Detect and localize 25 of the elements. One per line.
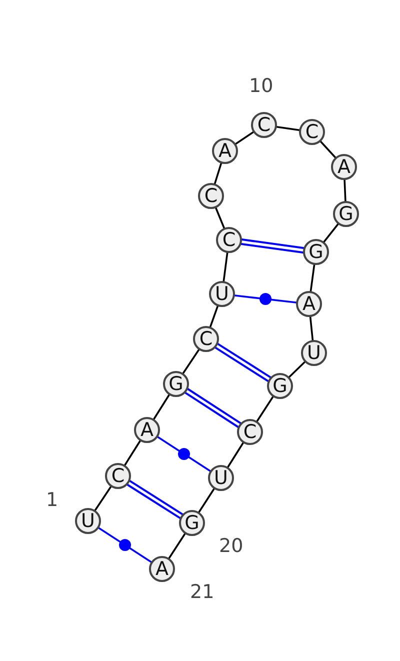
nucleotide-circle: C	[216, 227, 242, 253]
nucleotide-circle: G	[179, 510, 205, 536]
nucleotide-circle: U	[208, 465, 234, 491]
nucleotide-circle: A	[331, 154, 357, 180]
nucleotide-circle: A	[296, 291, 322, 317]
nucleotide-circle: U	[301, 340, 327, 366]
position-number: 10	[249, 77, 274, 96]
nucleotide-circle: C	[299, 119, 325, 145]
nucleotide-circle: C	[198, 183, 224, 209]
position-number: 21	[190, 583, 214, 602]
nucleotide-circle: C	[251, 112, 277, 138]
position-number: 1	[46, 491, 58, 510]
nucleotide-circle: U	[75, 508, 101, 534]
nucleotide-circle: G	[303, 239, 329, 265]
nucleotide-circle: U	[209, 281, 235, 307]
nucleotide-circle: G	[267, 373, 293, 399]
nucleotide-circle: G	[163, 371, 189, 397]
nucleotide-circle: A	[212, 138, 238, 164]
nucleotide-circle: G	[333, 201, 359, 227]
nucleotide-circle: A	[149, 556, 175, 582]
position-number: 20	[219, 537, 244, 556]
nucleotide-circle: C	[193, 326, 219, 352]
nucleotide-circle: C	[237, 419, 263, 445]
nucleotide-circle: A	[134, 417, 160, 443]
nucleotide-circle: C	[105, 463, 131, 489]
